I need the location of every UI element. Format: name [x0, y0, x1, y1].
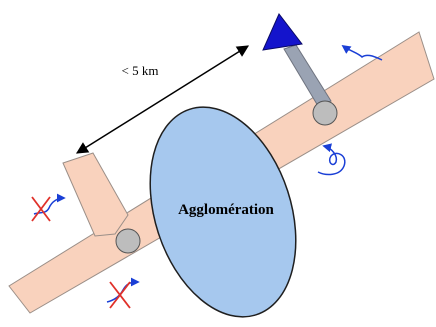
crossed-flow-icon: [106, 277, 140, 309]
branch-road: [62, 152, 129, 237]
marker-mast: [283, 44, 332, 107]
loop-flow-icon: [317, 143, 346, 176]
junction-circle-left: [115, 228, 141, 254]
agglomeration-label: Agglomération: [178, 202, 274, 218]
junction-circle-right: [312, 100, 338, 126]
distance-label: < 5 km: [122, 63, 159, 78]
crossed-flow-icon: [31, 193, 66, 222]
distance-arrow: [75, 45, 250, 154]
flow-arrow-icon: [341, 44, 383, 61]
airport-marker-icon: [262, 13, 303, 51]
